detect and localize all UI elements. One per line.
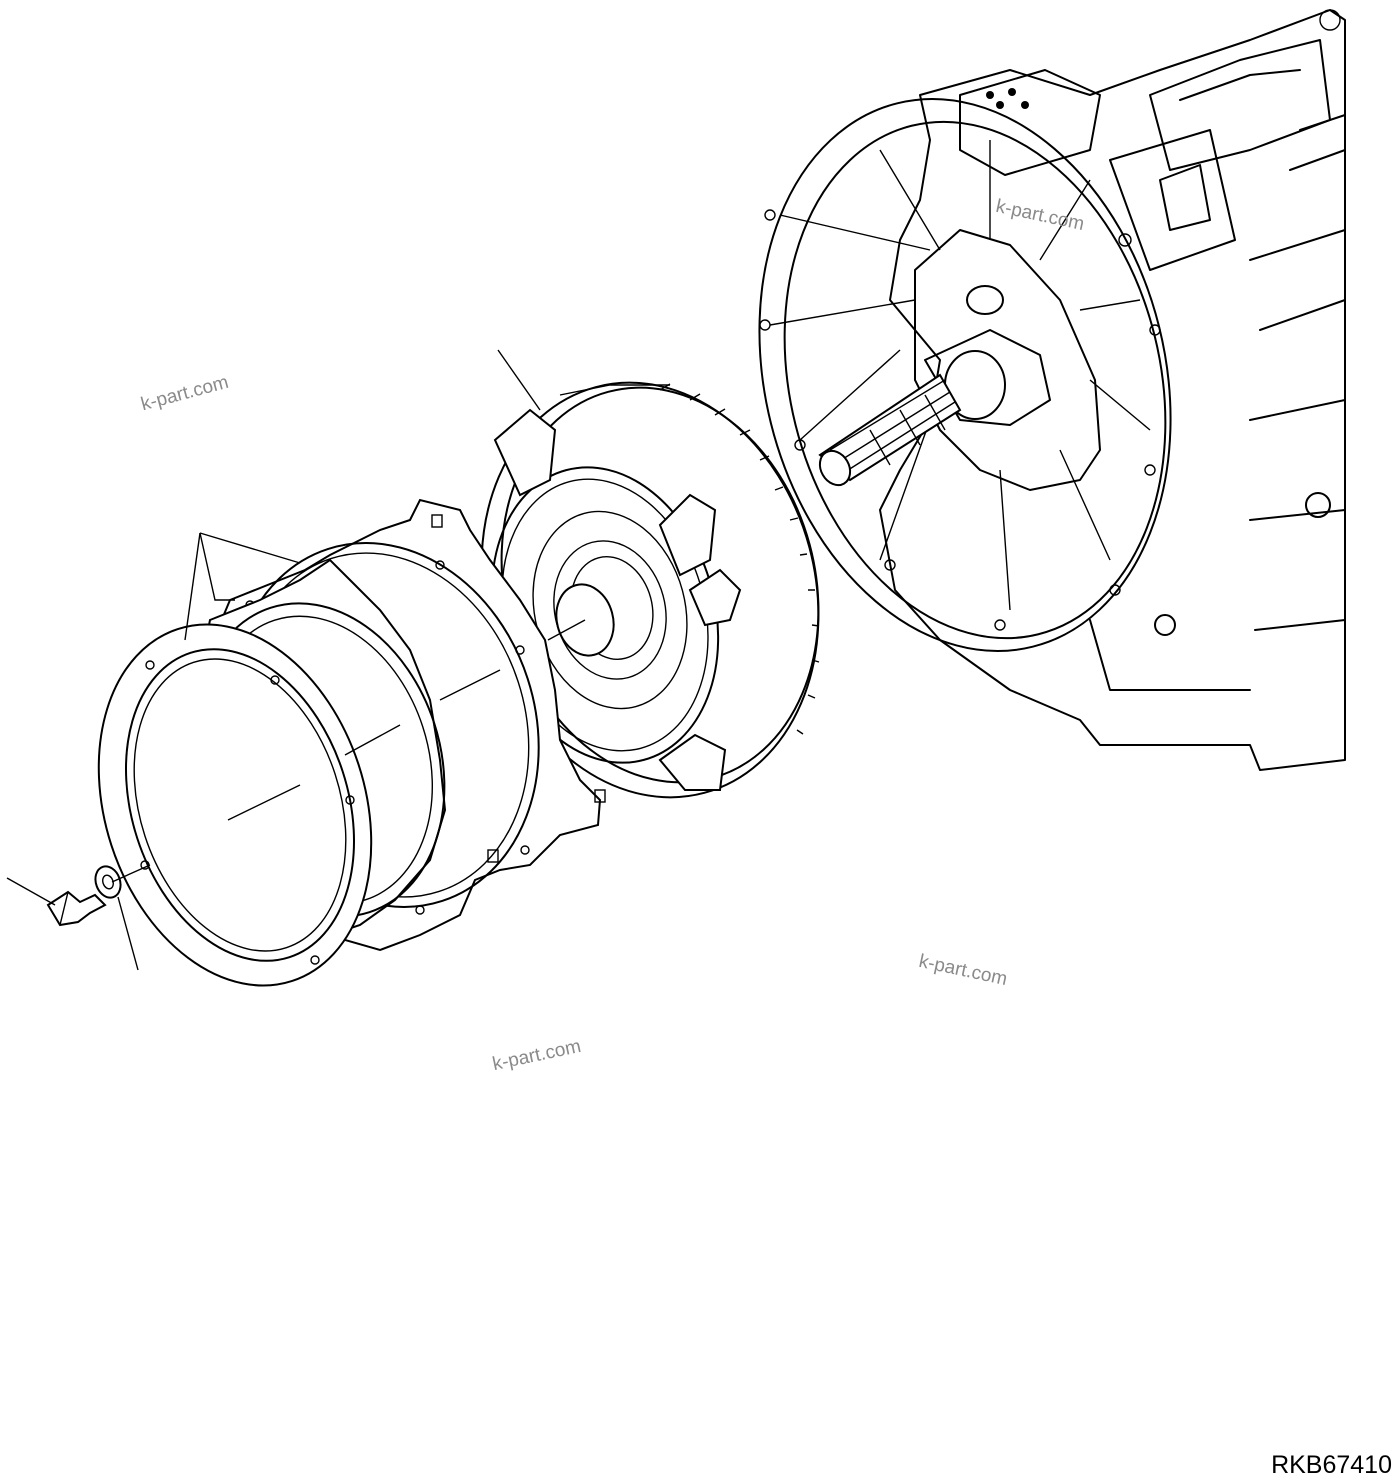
bell-housing (758, 98, 1172, 652)
reference-code: RKB67410 (1271, 1451, 1392, 1479)
cover-ring (97, 623, 373, 987)
bolt (46, 890, 107, 927)
leader-lines (6, 349, 586, 971)
washer (94, 865, 122, 899)
transmission-housing (879, 9, 1346, 771)
input-shaft (818, 373, 962, 487)
